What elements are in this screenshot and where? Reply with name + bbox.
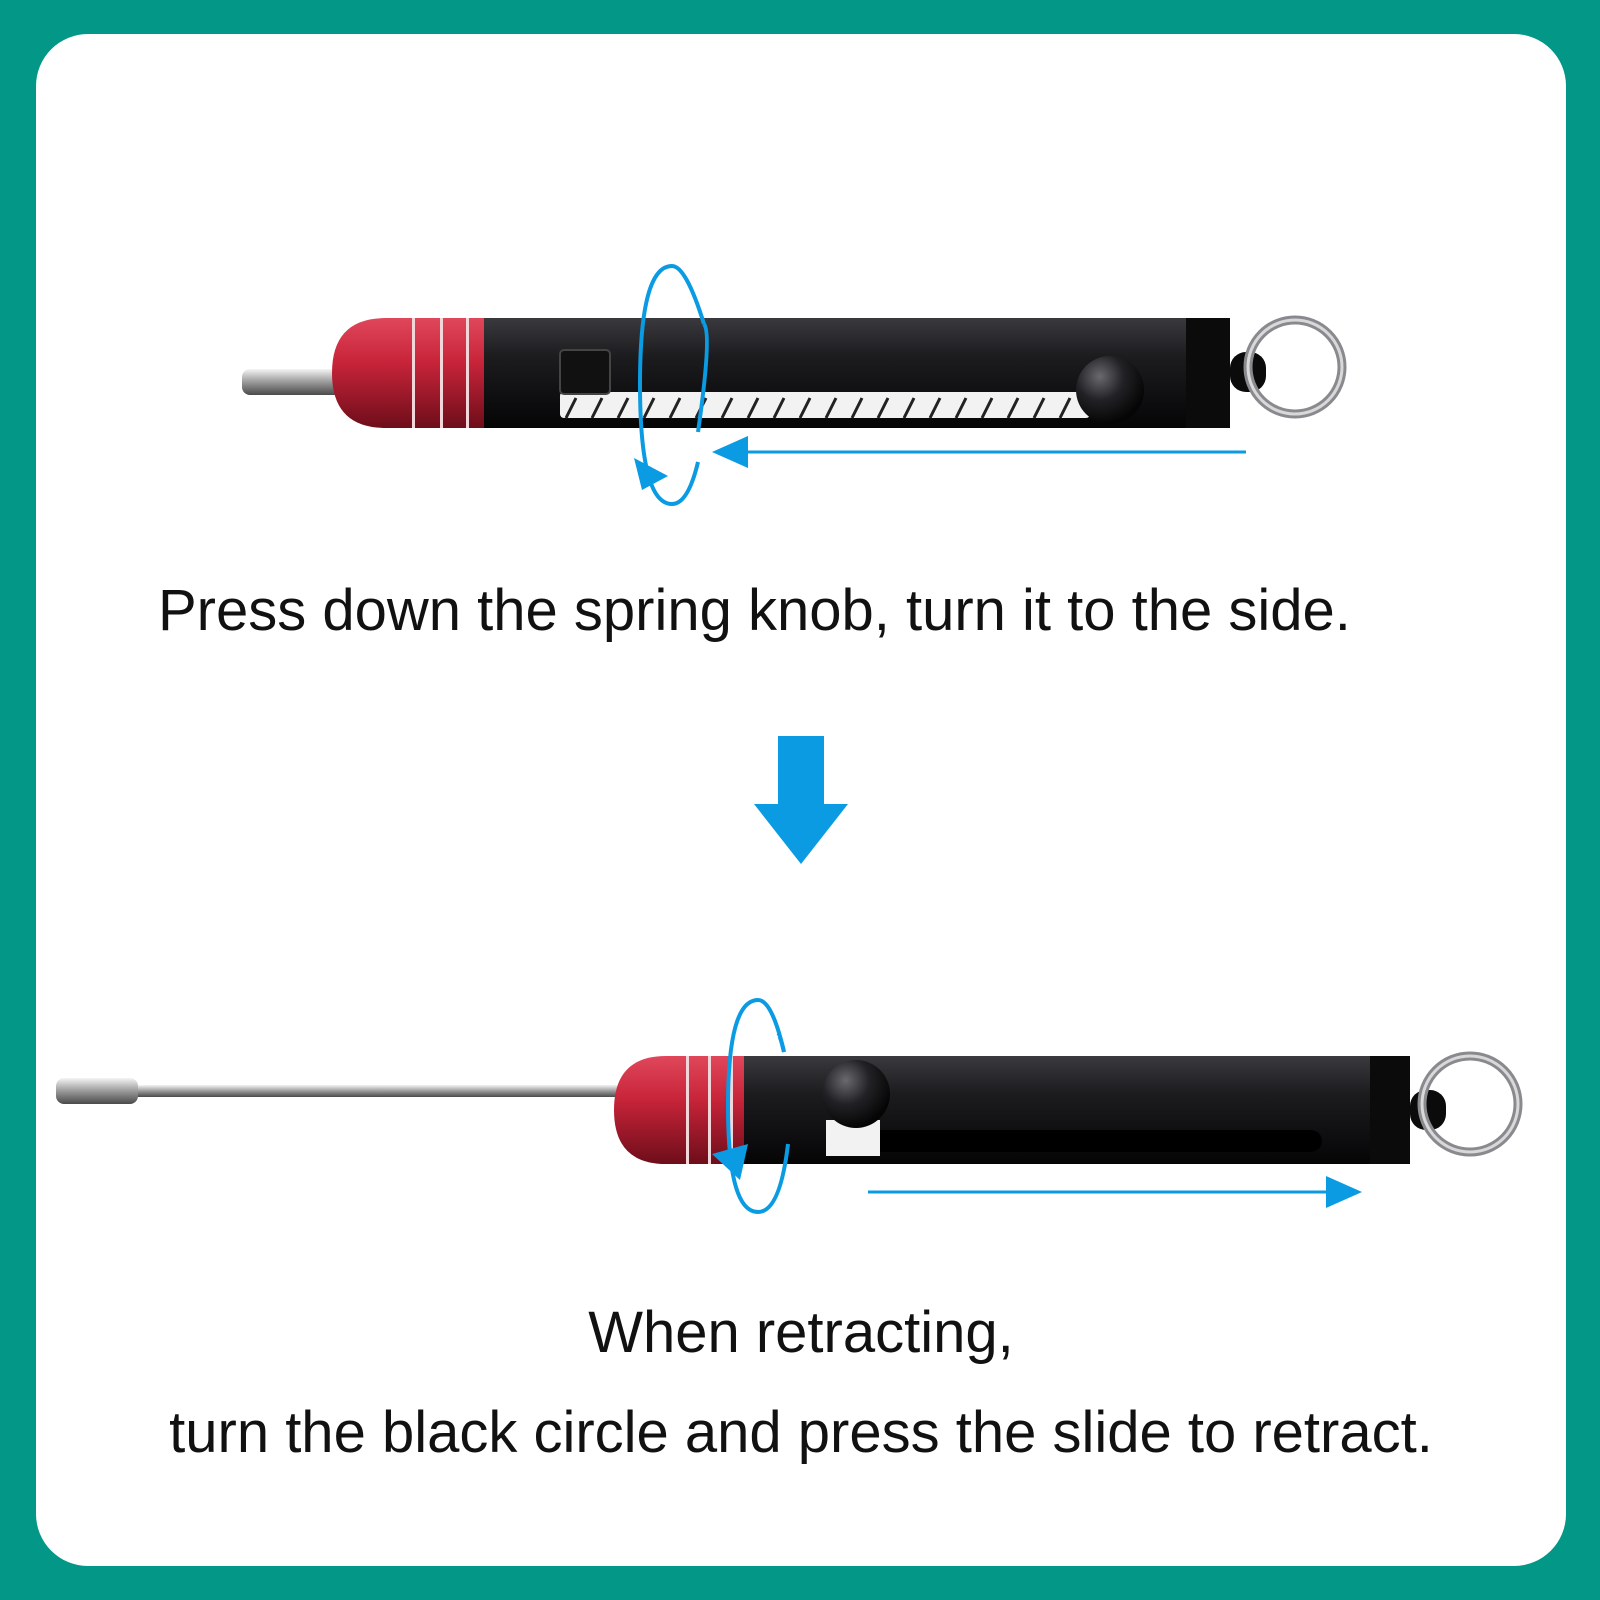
slide-slot: [826, 1130, 1322, 1152]
step1-caption: Press down the spring knob, turn it to t…: [158, 578, 1351, 643]
tool-retracted: [56, 1051, 1523, 1164]
cap-ring: [708, 1056, 711, 1164]
tool-rod: [96, 1085, 638, 1097]
step2-caption-line2: turn the black circle and press the slid…: [169, 1400, 1433, 1465]
tool-cap: [332, 318, 486, 428]
slot-notch: [559, 349, 611, 395]
spring-coil: [564, 397, 1072, 419]
cap-ring: [686, 1056, 689, 1164]
tool-end: [1370, 1056, 1410, 1164]
cap-ring: [466, 318, 469, 428]
black-circle-knob: [822, 1060, 890, 1128]
rotate-arrow-icon: [634, 263, 709, 507]
step2-caption-line1: When retracting,: [588, 1300, 1014, 1365]
cap-ring: [730, 1056, 733, 1164]
instruction-card: Press down the spring knob, turn it to t…: [36, 34, 1566, 1566]
spring-slot: [560, 392, 1090, 418]
tool-tip: [242, 369, 342, 395]
cap-ring: [440, 318, 443, 428]
key-ring-highlight: [1246, 318, 1344, 416]
slide-left-arrow-icon: [712, 436, 1246, 468]
tool-end: [1186, 318, 1230, 428]
spring-knob: [1076, 356, 1144, 424]
cap-ring: [412, 318, 415, 428]
illustration-canvas: [56, 263, 1523, 1215]
key-ring-highlight: [1420, 1054, 1520, 1154]
tool-extended: [242, 315, 1347, 428]
slide-right-arrow-icon: [868, 1176, 1362, 1208]
rotate-arrow-icon: [712, 997, 790, 1215]
tool-tip: [56, 1078, 138, 1104]
down-arrow-icon: [754, 736, 848, 864]
tool-cap: [614, 1056, 746, 1164]
